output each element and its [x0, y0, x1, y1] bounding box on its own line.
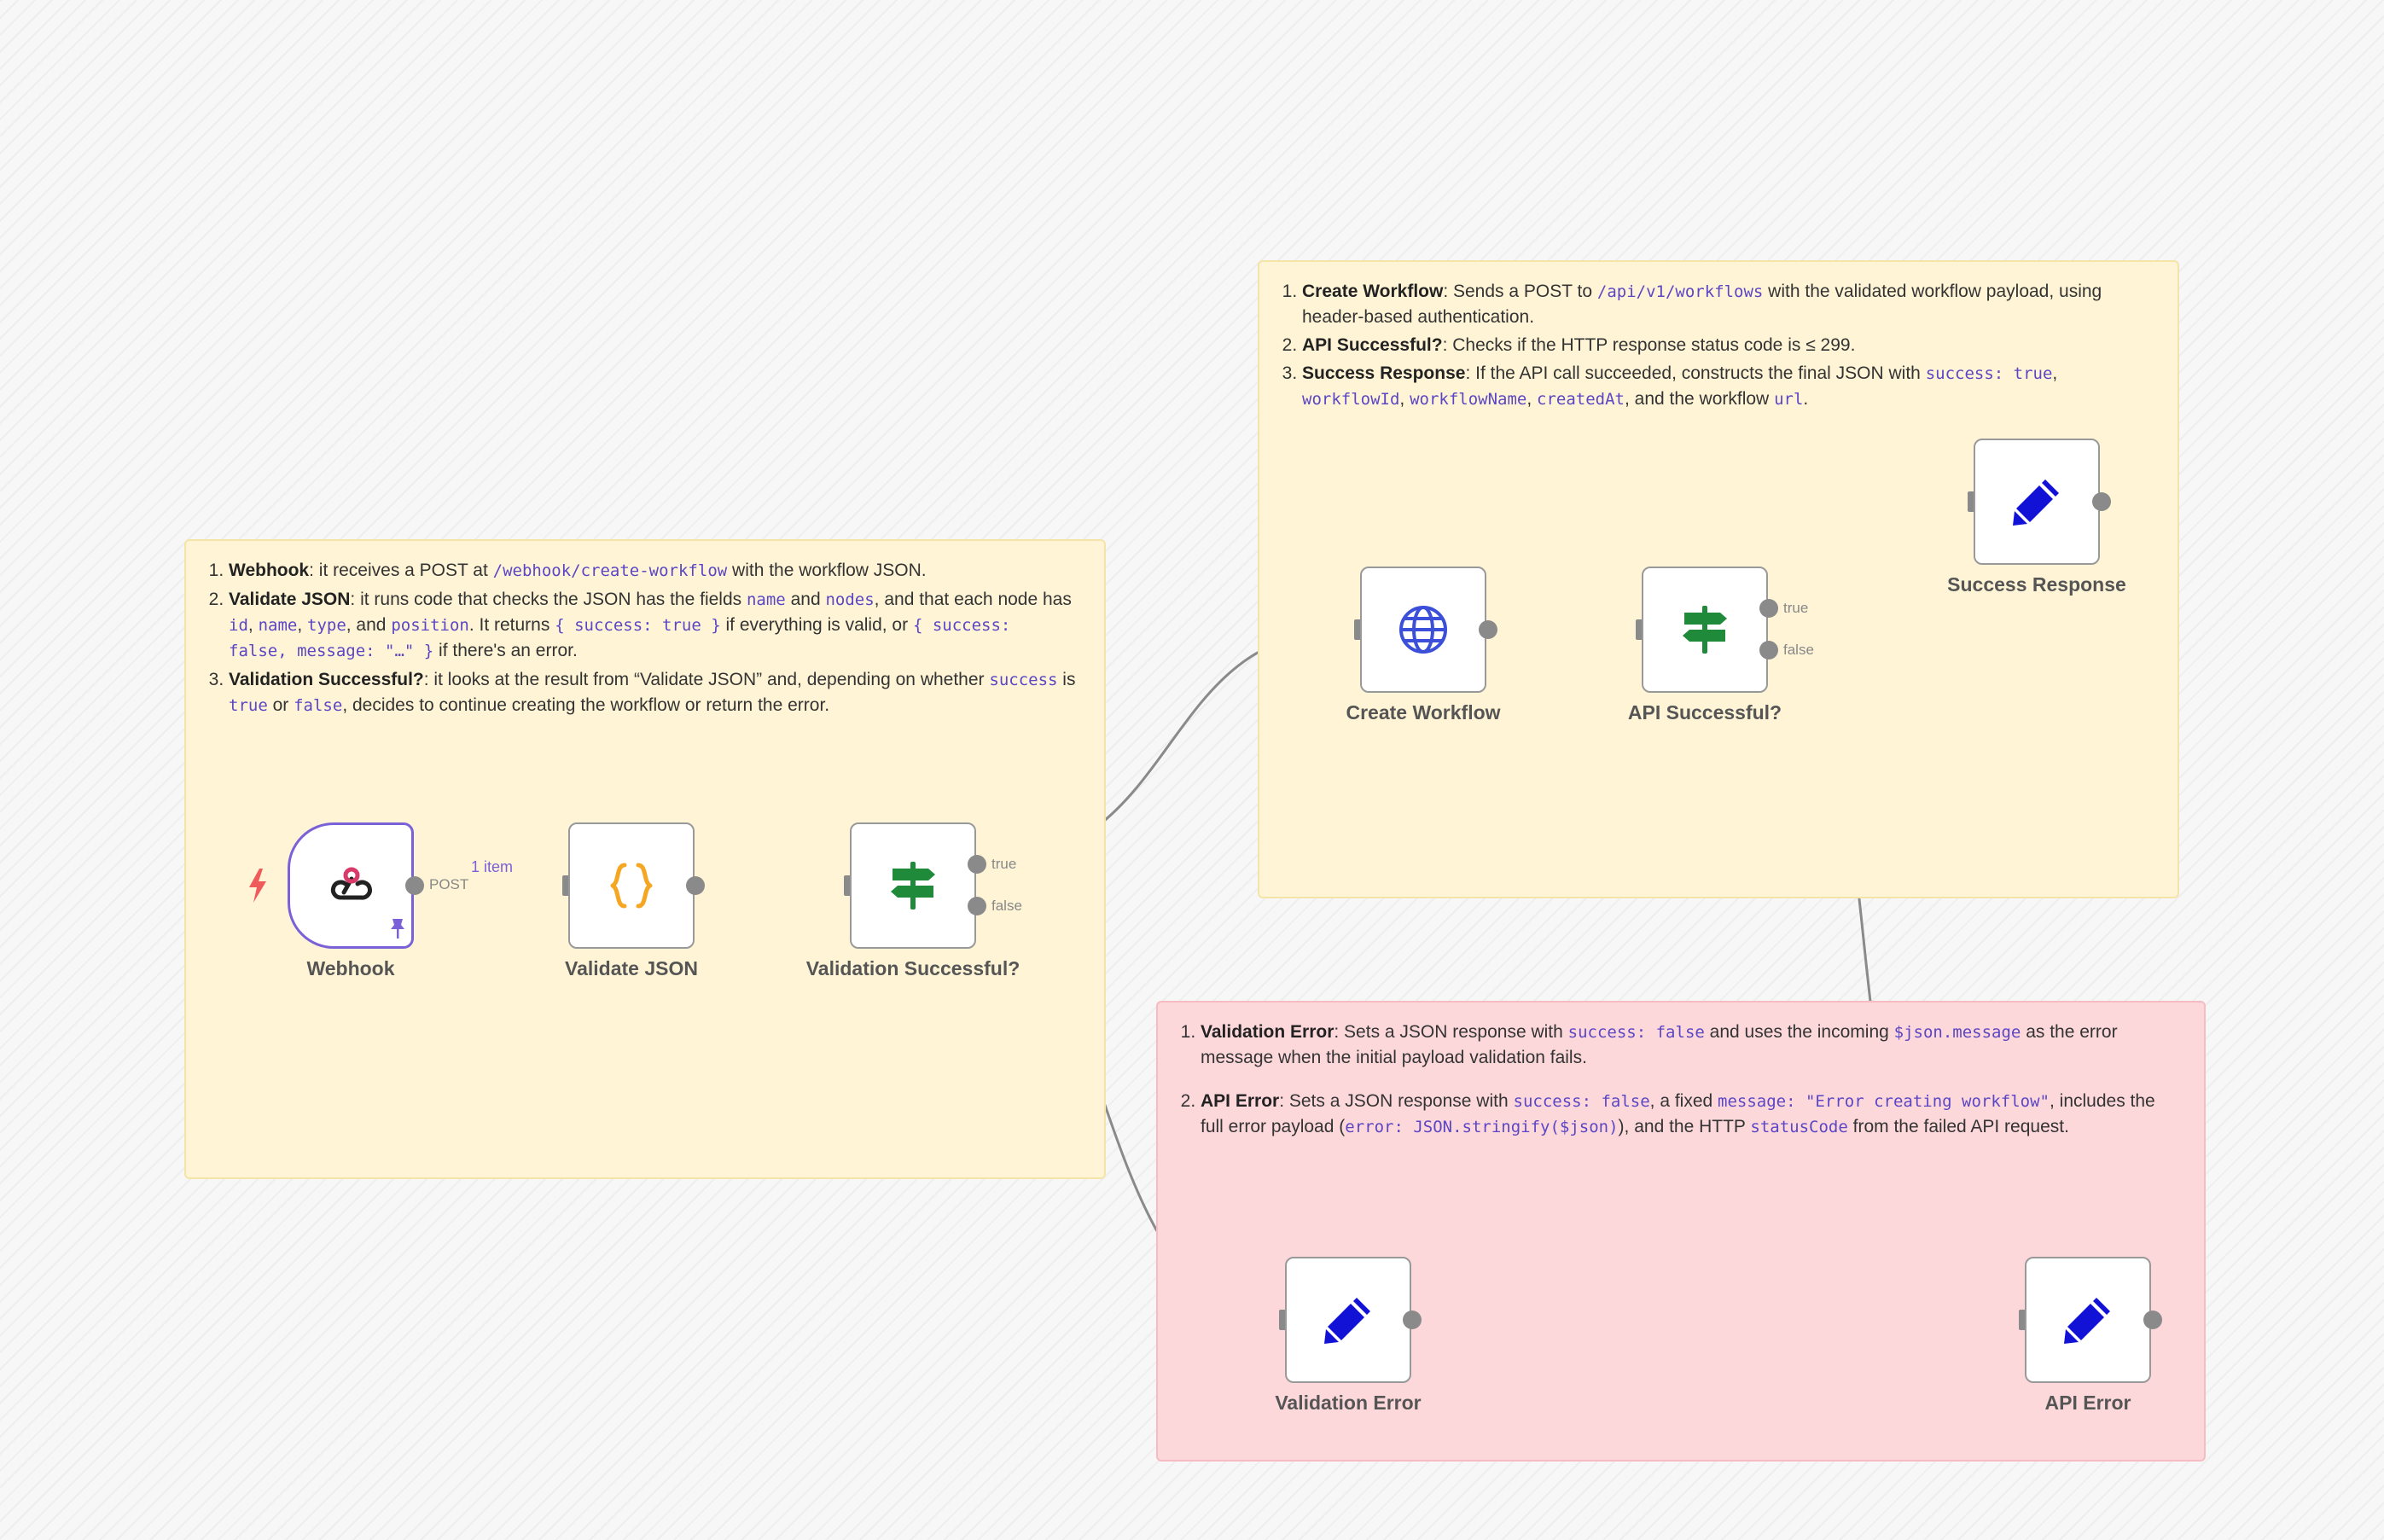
inline-code: message: "Error creating workflow": [1718, 1092, 2050, 1111]
note-item-title: Success Response: [1302, 363, 1466, 383]
inline-code: /api/v1/workflows: [1596, 282, 1764, 301]
pencil-icon: [1324, 1298, 1370, 1344]
create-workflow-output-port[interactable]: [1479, 620, 1497, 639]
validation-error-output-port[interactable]: [1403, 1310, 1422, 1329]
api-true-output-port[interactable]: [1759, 599, 1778, 618]
webhook-output-port[interactable]: [405, 876, 424, 895]
inline-code: false: [294, 696, 343, 715]
sticky-note-errors[interactable]: Validation Error: Sets a JSON response w…: [1156, 1001, 2206, 1462]
edge-label-true: true: [991, 856, 1017, 872]
note-list: Webhook: it receives a POST at /webhook/…: [203, 558, 1079, 718]
note-item-title: API Successful?: [1302, 335, 1443, 355]
edge-label-post: POST: [429, 876, 469, 892]
inline-code: success: false: [1567, 1023, 1705, 1042]
edge-label-false: false: [991, 898, 1022, 914]
webhook-icon: [330, 867, 372, 900]
inline-code: name: [746, 590, 786, 609]
node-label-validation-successful: Validation Successful?: [805, 957, 1020, 979]
signpost-icon: [1683, 606, 1727, 654]
note-item-title: Create Workflow: [1302, 282, 1444, 301]
pin-icon: [391, 919, 404, 939]
note-item: Success Response: If the API call succee…: [1302, 361, 2152, 412]
success-response-node[interactable]: [1974, 439, 2100, 565]
note-list: Validation Error: Sets a JSON response w…: [1175, 1020, 2178, 1140]
edge-label-false: false: [1783, 642, 1814, 658]
edge-label-item-count: 1 item: [471, 858, 514, 875]
node-label-webhook: Webhook: [306, 957, 395, 979]
note-item-title: Validate JSON: [229, 590, 351, 609]
validation-true-output-port[interactable]: [968, 855, 986, 874]
inline-code: createdAt: [1537, 390, 1625, 409]
pencil-icon: [2064, 1298, 2110, 1344]
note-item-title: Webhook: [229, 561, 310, 580]
inline-code: success: [989, 671, 1058, 689]
signpost-icon: [891, 862, 935, 909]
api-successful-node[interactable]: [1642, 567, 1768, 693]
validation-successful-node[interactable]: [850, 822, 976, 949]
node-label-create-workflow: Create Workflow: [1346, 701, 1501, 724]
inline-code: /webhook/create-workflow: [492, 561, 728, 580]
api-error-output-port[interactable]: [2143, 1310, 2162, 1329]
pencil-icon: [2013, 479, 2059, 526]
note-item-title: Validation Error: [1201, 1022, 1334, 1042]
inline-code: id: [229, 616, 248, 635]
inline-code: success: true: [1925, 364, 2053, 383]
validation-error-node[interactable]: [1285, 1257, 1411, 1383]
code-braces-icon: [610, 863, 653, 909]
note-item: Webhook: it receives a POST at /webhook/…: [229, 558, 1079, 584]
success-response-output-port[interactable]: [2092, 492, 2111, 511]
inline-code: position: [391, 616, 469, 635]
lightning-bolt-icon: [249, 869, 266, 903]
webhook-node[interactable]: [288, 822, 414, 949]
note-list: Create Workflow: Sends a POST to /api/v1…: [1276, 279, 2152, 412]
inline-code: { success: false, message: "…" }: [229, 616, 1011, 660]
inline-code: success: false: [1513, 1092, 1650, 1111]
validate-json-output-port[interactable]: [686, 876, 705, 895]
api-error-node[interactable]: [2025, 1257, 2151, 1383]
inline-code: $json.message: [1893, 1023, 2021, 1042]
api-false-output-port[interactable]: [1759, 641, 1778, 660]
globe-icon: [1399, 606, 1447, 654]
node-label-validation-error: Validation Error: [1275, 1392, 1422, 1414]
note-item: API Error: Sets a JSON response with suc…: [1201, 1089, 2178, 1140]
note-item: Create Workflow: Sends a POST to /api/v1…: [1302, 279, 2152, 329]
inline-code: error: JSON.stringify($json): [1345, 1118, 1619, 1136]
node-label-success-response: Success Response: [1947, 573, 2126, 596]
inline-code: url: [1774, 390, 1804, 409]
create-workflow-node[interactable]: [1360, 567, 1486, 693]
node-label-validate-json: Validate JSON: [565, 957, 698, 979]
note-item: Validate JSON: it runs code that checks …: [229, 587, 1079, 664]
note-item-title: API Error: [1201, 1091, 1280, 1111]
inline-code: { success: true }: [555, 616, 721, 635]
inline-code: type: [307, 616, 346, 635]
inline-code: statusCode: [1750, 1118, 1848, 1136]
inline-code: true: [229, 696, 268, 715]
validate-json-node[interactable]: [568, 822, 695, 949]
edge-label-true: true: [1783, 600, 1809, 616]
inline-code: nodes: [825, 590, 875, 609]
node-label-api-successful: API Successful?: [1627, 701, 1782, 724]
inline-code: workflowName: [1410, 390, 1527, 409]
note-item-title: Validation Successful?: [229, 670, 424, 689]
note-item: API Successful?: Checks if the HTTP resp…: [1302, 333, 2152, 357]
inline-code: name: [258, 616, 298, 635]
note-item: Validation Error: Sets a JSON response w…: [1201, 1020, 2178, 1070]
inline-code: workflowId: [1302, 390, 1400, 409]
node-label-api-error: API Error: [2044, 1392, 2131, 1414]
validation-false-output-port[interactable]: [968, 897, 986, 915]
note-item: Validation Successful?: it looks at the …: [229, 667, 1079, 718]
